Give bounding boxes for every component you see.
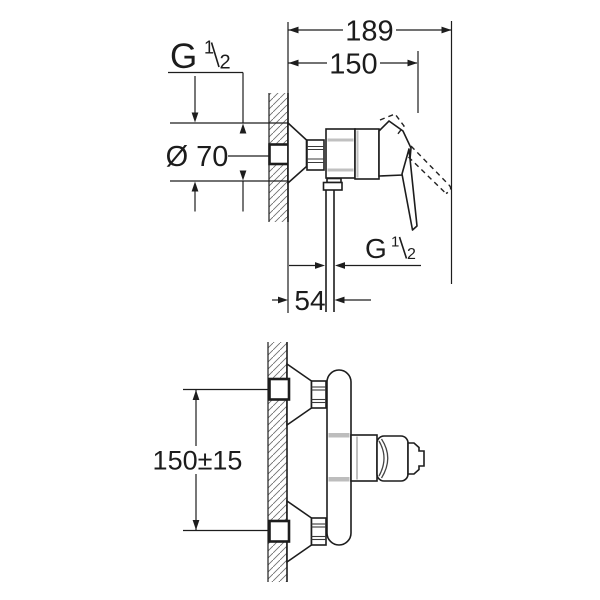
hex-nut xyxy=(310,380,327,409)
arrowhead-right-icon xyxy=(315,262,325,269)
shower-outlet-fitting xyxy=(322,177,343,191)
cartridge-housing xyxy=(354,128,380,180)
lever-handle-raised-dashed xyxy=(408,145,452,195)
hex-nut xyxy=(310,517,327,546)
mixer-body-capsule xyxy=(326,369,352,546)
dim-label-diameter-70: Ø 70 xyxy=(166,141,229,173)
body-shade-band-top xyxy=(328,433,350,438)
inlet-union-square xyxy=(268,377,291,401)
arrowhead-down-icon xyxy=(192,520,200,530)
inlet-union-square xyxy=(268,143,290,166)
inlet-union-square xyxy=(268,519,291,543)
arrowhead-right-icon xyxy=(441,26,452,34)
dim-label-150-plus-minus-15: 150±15 xyxy=(153,446,243,476)
thread-label-outlet: G 1 2 xyxy=(289,233,421,269)
handle-knob xyxy=(376,435,409,482)
thread-numerator: 1 xyxy=(391,234,399,251)
thread-numerator: 1 xyxy=(204,38,214,58)
fraction-slash-icon xyxy=(210,42,220,68)
inlet-assembly-bottom xyxy=(268,499,327,564)
arrowhead-left-icon xyxy=(288,26,299,34)
arrowhead-up-icon xyxy=(239,123,247,134)
dim-outlet-offset: 54 xyxy=(272,285,371,316)
thread-label-inlet: G 1 2 xyxy=(168,37,243,76)
mixer-front xyxy=(326,369,425,546)
escutcheon-cone xyxy=(286,362,313,427)
arrowhead-right-icon xyxy=(407,59,418,67)
arrowhead-up-icon xyxy=(191,181,199,192)
arrowhead-left-icon xyxy=(288,59,299,67)
dim-escutcheon-diameter: Ø 70 xyxy=(166,72,288,212)
hex-nut xyxy=(306,139,325,171)
front-view: 150±15 xyxy=(153,342,425,582)
arrowhead-down-icon xyxy=(191,112,199,123)
dim-label-150: 150 xyxy=(329,49,377,81)
dim-overall-depth: 189 xyxy=(288,16,452,48)
dim-inlet-spacing: 150±15 xyxy=(153,388,269,532)
arrowhead-left-icon xyxy=(335,262,345,269)
escutcheon-cone xyxy=(286,499,313,564)
lever-knob-raised-dashed xyxy=(379,113,405,136)
escutcheon-cone xyxy=(287,121,308,185)
arrowhead-up-icon xyxy=(192,390,200,400)
mixer-side xyxy=(268,113,452,312)
outlet-pipe xyxy=(325,190,335,312)
handle-end-cap xyxy=(407,442,425,475)
body-shade-band-bottom xyxy=(328,477,350,482)
valve-body xyxy=(325,128,356,179)
thread-denominator: 2 xyxy=(407,246,416,263)
handle-base xyxy=(350,434,378,482)
arrowhead-down-icon xyxy=(239,170,247,181)
arrowhead-right-icon xyxy=(278,296,288,304)
thread-denominator: 2 xyxy=(220,52,231,74)
arrowhead-left-icon xyxy=(334,296,345,304)
dim-depth-to-handle: 150 xyxy=(288,49,418,81)
lever-handle-down xyxy=(401,148,418,231)
dim-label-189: 189 xyxy=(345,16,393,48)
side-view: 189 150 G 1 2 xyxy=(166,16,453,316)
thread-letter: G xyxy=(365,233,387,264)
thread-letter: G xyxy=(170,37,197,76)
fraction-slash-icon xyxy=(398,236,408,259)
dim-label-54: 54 xyxy=(294,285,325,316)
inlet-assembly-top xyxy=(268,362,327,427)
